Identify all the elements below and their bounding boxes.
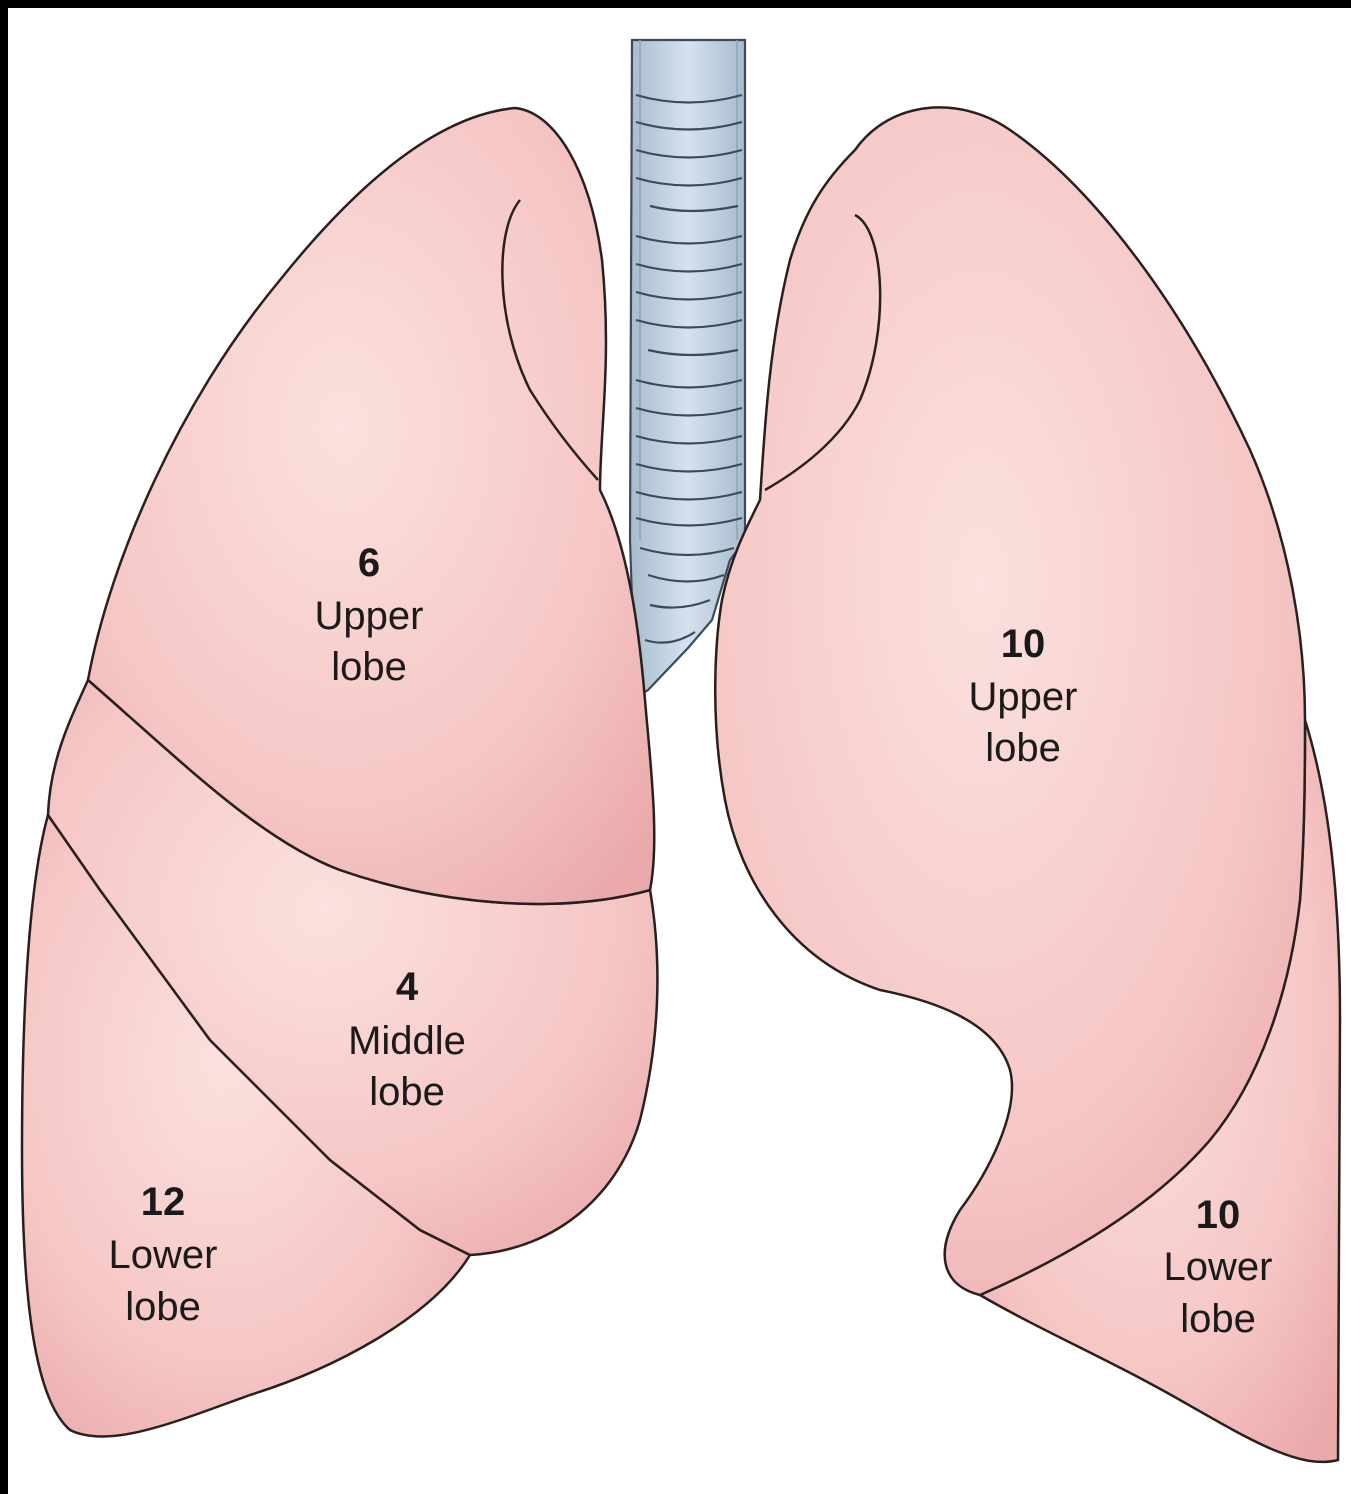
lobe-word: lobe [125, 1285, 201, 1329]
lobe-word: lobe [985, 726, 1061, 770]
lobe-word: lobe [331, 645, 407, 689]
lobe-count: 10 [1196, 1193, 1241, 1237]
lobe-name: Middle [348, 1019, 466, 1063]
lobe-name: Upper [315, 594, 424, 638]
lobe-name: Lower [1164, 1245, 1273, 1289]
lobe-name: Upper [969, 675, 1078, 719]
lobe-count: 4 [396, 965, 419, 1009]
lobe-name: Lower [109, 1233, 218, 1277]
lobe-count: 6 [358, 541, 380, 585]
lobe-word: lobe [1180, 1297, 1256, 1341]
lobe-count: 12 [141, 1180, 186, 1224]
lobe-count: 10 [1001, 622, 1046, 666]
lobe-word: lobe [369, 1070, 445, 1114]
